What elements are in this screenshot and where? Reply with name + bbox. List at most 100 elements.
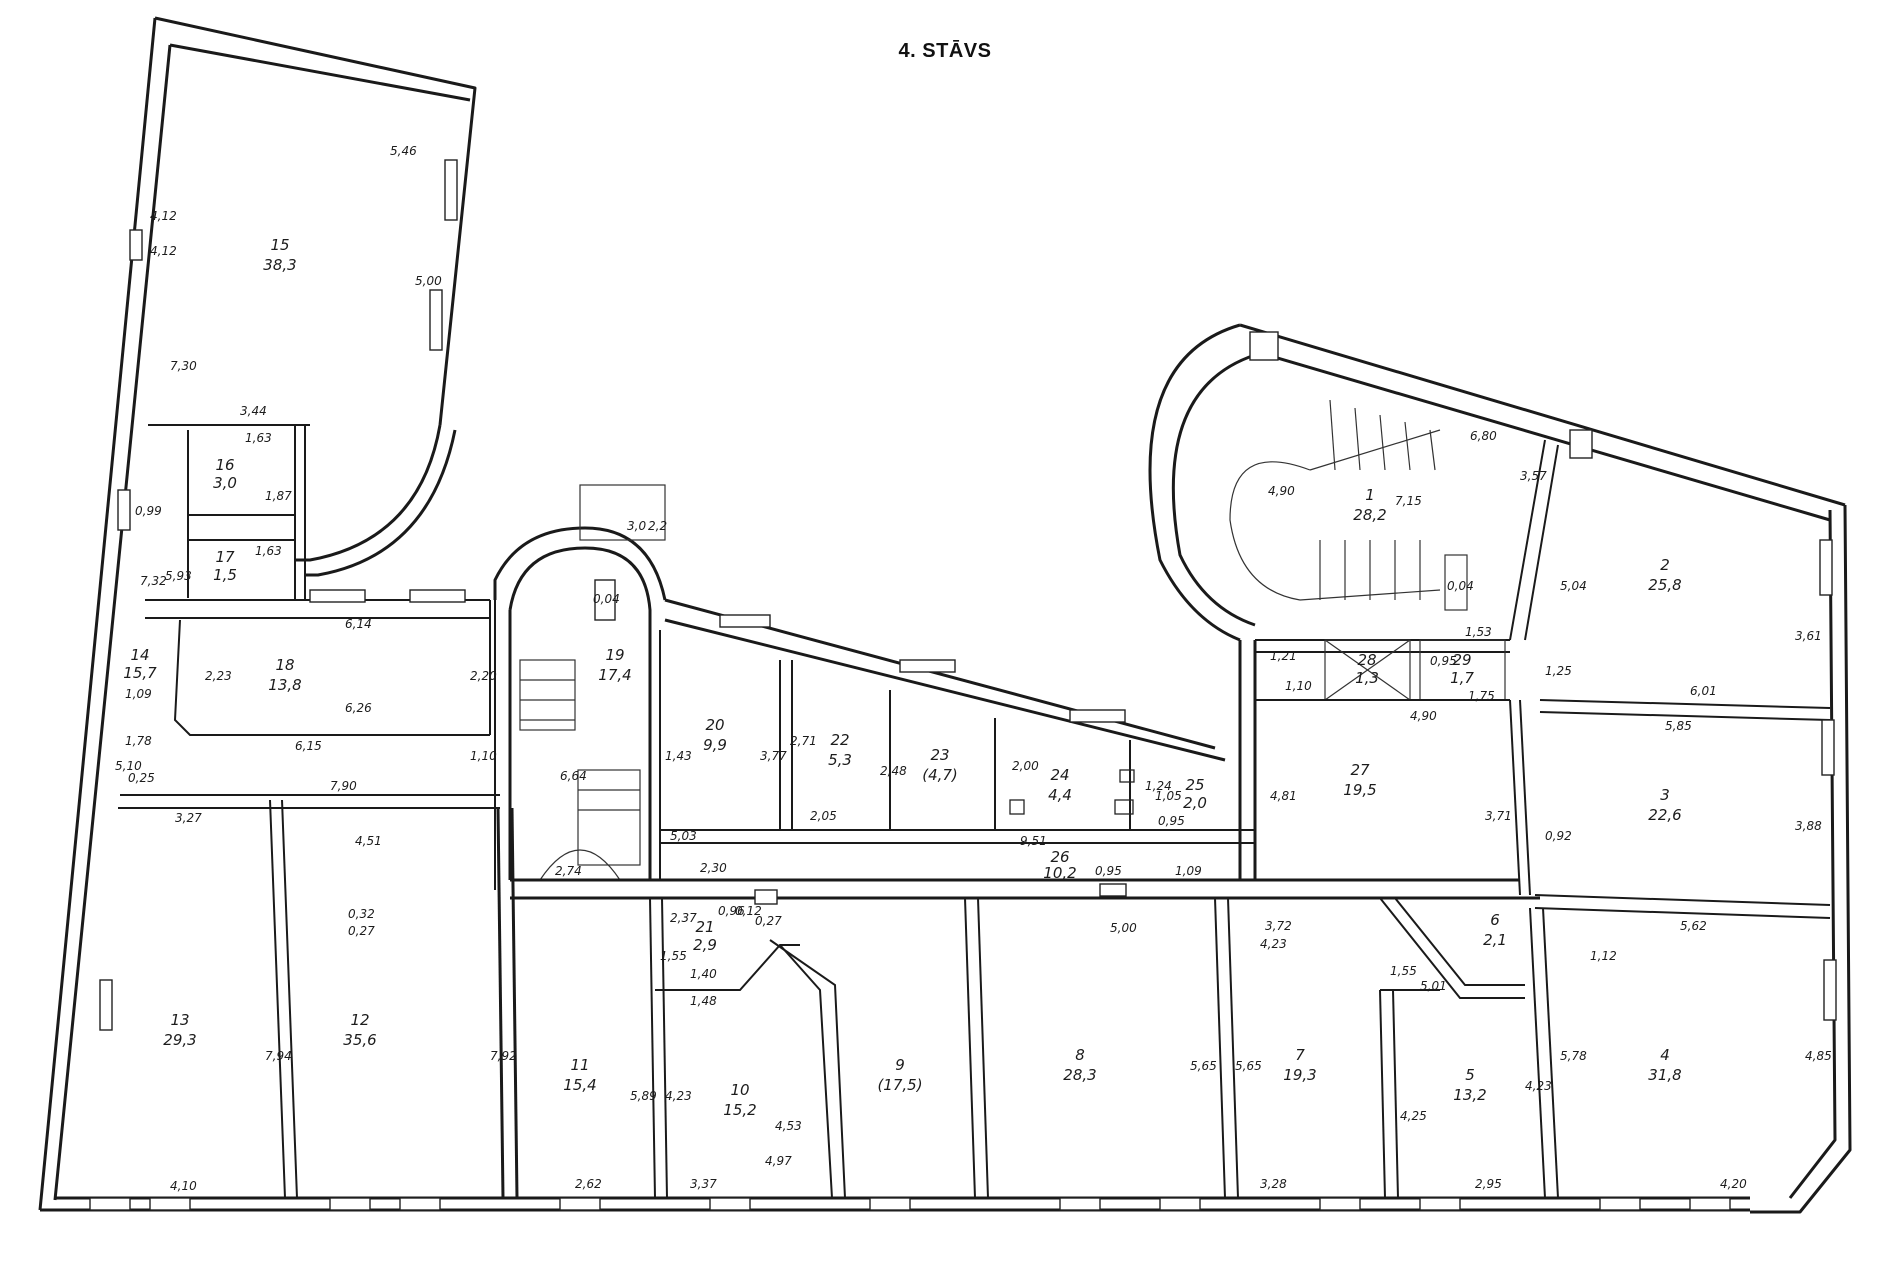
room-number: 23 — [930, 746, 949, 764]
room-number: 6 — [1490, 911, 1500, 929]
dimension-label: 4,51 — [355, 834, 382, 848]
room-area: 3,0 — [213, 474, 237, 492]
dimension-label: 4,10 — [170, 1179, 197, 1193]
dimension-label: 5,00 — [415, 274, 442, 288]
room-area: 31,8 — [1648, 1066, 1681, 1084]
right-core-walls — [1238, 639, 1531, 896]
room-number: 25 — [1185, 776, 1204, 794]
dimension-label: 4,90 — [1410, 709, 1437, 723]
dimension-label: 1,63 — [245, 431, 272, 445]
room-area: 15,4 — [563, 1076, 596, 1094]
staircase-1 — [1148, 323, 1559, 642]
dimension-label: 1,53 — [1465, 625, 1492, 639]
dimension-label: 4,85 — [1805, 1049, 1832, 1063]
room-area: 13,8 — [268, 676, 301, 694]
room-area: 2,0 — [1183, 794, 1207, 812]
dimension-label: 5,10 — [115, 759, 142, 773]
room-number: 22 — [830, 731, 849, 749]
room-area: 15,7 — [123, 664, 157, 682]
room-number: 1 — [1365, 486, 1375, 504]
dimension-label: 4,12 — [150, 209, 177, 223]
dimension-label: 4,23 — [1260, 937, 1287, 951]
plan-title: 4. STĀVS — [898, 40, 992, 62]
dimension-label: 4,23 — [665, 1089, 692, 1103]
room-area: 1,7 — [1450, 669, 1474, 687]
room-number: 27 — [1350, 761, 1370, 779]
dimension-label: 3,44 — [240, 404, 267, 418]
dimension-label: 5,01 — [1420, 979, 1447, 993]
dimension-label: 0,32 — [348, 907, 375, 921]
room-number: 13 — [170, 1011, 189, 1029]
room-number: 8 — [1075, 1046, 1085, 1064]
room-15-walls — [148, 424, 457, 600]
dimension-label: 1,78 — [125, 734, 152, 748]
dimension-label: 6,80 — [1470, 429, 1497, 443]
room-number: 5 — [1465, 1066, 1475, 1084]
dimension-label: 0,95 — [1430, 654, 1457, 668]
dimension-label: 5,65 — [1190, 1059, 1217, 1073]
dimension-label: 5,46 — [390, 144, 417, 158]
room-area: 28,2 — [1353, 506, 1386, 524]
dimension-label: 0,92 — [1545, 829, 1572, 843]
dimension-label: 5,00 — [1110, 921, 1137, 935]
room-number: 18 — [275, 656, 294, 674]
facade-pilasters — [89, 1197, 1731, 1211]
dimension-label: 4,53 — [775, 1119, 802, 1133]
dimension-label: 2,95 — [1475, 1177, 1502, 1191]
room-number: 14 — [130, 646, 149, 664]
dimension-label: 1,55 — [660, 949, 687, 963]
dimension-label: 0,12 — [735, 904, 762, 918]
dimension-label: 2,2 — [648, 519, 667, 533]
room-area: 2,9 — [693, 936, 717, 954]
room-area: 19,5 — [1343, 781, 1376, 799]
dimension-label: 1,05 — [1155, 789, 1182, 803]
dimension-label: 6,15 — [295, 739, 322, 753]
dimension-label: 0,95 — [1095, 864, 1122, 878]
room-number: 12 — [350, 1011, 369, 1029]
room-number: 19 — [605, 646, 624, 664]
dimension-label: 2,37 — [670, 911, 697, 925]
dimension-label: 3,72 — [1265, 919, 1292, 933]
dimension-label: 4,12 — [150, 244, 177, 258]
dimension-label: 5,65 — [1235, 1059, 1262, 1073]
dimension-label: 2,30 — [700, 861, 727, 875]
room-area: 1,5 — [213, 566, 237, 584]
dimension-label: 3,57 — [1520, 469, 1547, 483]
dimension-label: 3,27 — [175, 811, 202, 825]
dimension-label: 6,14 — [345, 617, 372, 631]
dimension-label: 2,05 — [810, 809, 837, 823]
dimension-label: 2,23 — [205, 669, 232, 683]
facade-windows — [99, 159, 1837, 1031]
dimension-label: 0,04 — [593, 592, 620, 606]
room-area: 1,3 — [1355, 669, 1379, 687]
room-area: 35,6 — [343, 1031, 376, 1049]
dimension-label: 1,25 — [1545, 664, 1572, 678]
room-area: 38,3 — [263, 256, 296, 274]
dimension-label: 1,63 — [255, 544, 282, 558]
dimension-label: 1,75 — [1468, 689, 1495, 703]
dimension-label: 1,21 — [1270, 649, 1297, 663]
dimension-label: 1,09 — [125, 687, 152, 701]
dimension-label: 4,25 — [1400, 1109, 1427, 1123]
right-wing-walls — [1529, 429, 1831, 1199]
room-number: 4 — [1660, 1046, 1670, 1064]
dimension-label: 0,04 — [1447, 579, 1474, 593]
dimension-label: 4,90 — [1268, 484, 1295, 498]
dimension-label: 2,71 — [790, 734, 817, 748]
room-area: 15,2 — [723, 1101, 756, 1119]
room-area: 10,2 — [1043, 864, 1076, 882]
dimension-label: 1,55 — [1390, 964, 1417, 978]
room-area: 25,8 — [1648, 576, 1681, 594]
dimension-label: 4,81 — [1270, 789, 1297, 803]
dimension-label: 7,30 — [170, 359, 197, 373]
dimension-label: 3,28 — [1260, 1177, 1287, 1191]
outer-walls — [38, 16, 1852, 1214]
dimension-label: 1,10 — [1285, 679, 1312, 693]
room-area: (4,7) — [922, 766, 958, 784]
dimension-label: 2,48 — [880, 764, 907, 778]
dimension-label: 6,64 — [560, 769, 587, 783]
dimension-label: 3,61 — [1795, 629, 1822, 643]
room-area: 28,3 — [1063, 1066, 1096, 1084]
dimension-label: 5,03 — [670, 829, 697, 843]
